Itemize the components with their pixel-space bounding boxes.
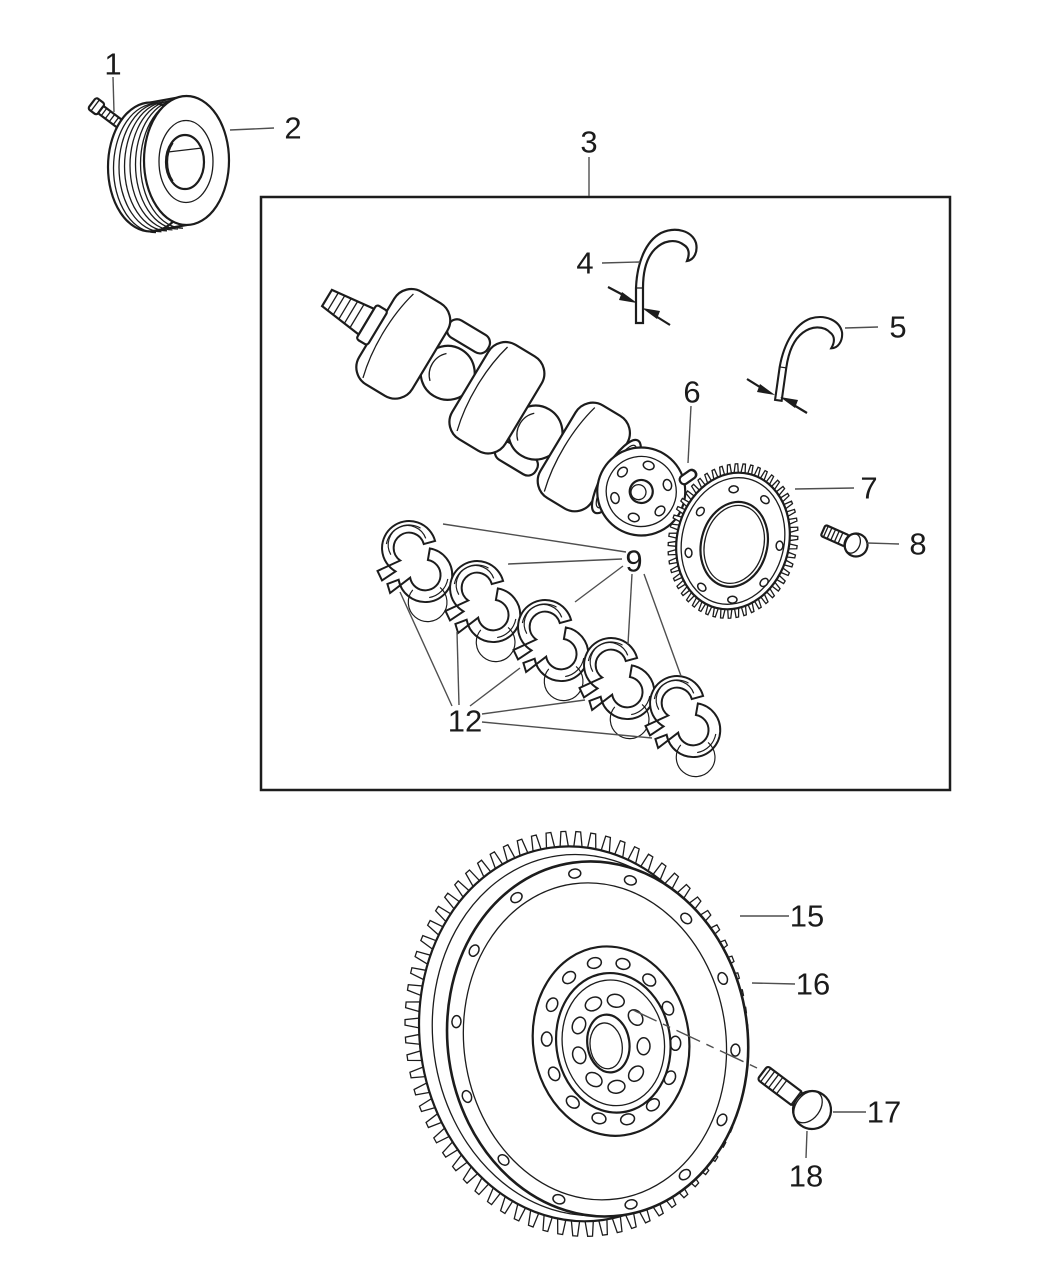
hole <box>642 973 657 987</box>
hole <box>497 1153 510 1166</box>
dowel-pin <box>678 468 698 486</box>
callout-lower-main-bearings: 12 <box>447 703 483 739</box>
hole <box>461 1089 473 1104</box>
flywheel-assembly <box>404 830 750 1237</box>
callout-flywheel-ring-gear: 15 <box>789 898 825 934</box>
hole <box>624 1198 638 1210</box>
hole <box>607 1079 626 1095</box>
hole <box>627 512 640 523</box>
hole <box>585 1071 603 1088</box>
hole <box>730 1043 741 1057</box>
hole <box>586 956 603 970</box>
hole <box>547 1066 561 1082</box>
hole <box>775 540 784 552</box>
hole <box>636 1037 651 1056</box>
callout-flywheel-bolt: 17 <box>866 1094 902 1130</box>
callout-thrust-washer-lower: 5 <box>889 309 907 345</box>
hole <box>678 1168 692 1181</box>
vibration-damper-pulley <box>106 94 231 234</box>
hole <box>662 478 673 492</box>
thrust-washer-lower <box>746 311 846 414</box>
callout-upper-main-bearings: 9 <box>625 543 643 579</box>
hole <box>565 1095 580 1109</box>
callout-flywheel-bolt-head: 18 <box>788 1158 824 1194</box>
bolt-alignment-line <box>632 1009 758 1069</box>
hole <box>684 547 693 559</box>
gear-bolt <box>820 524 869 558</box>
hole <box>468 944 480 957</box>
callout-crankshaft-group-box: 3 <box>580 124 598 160</box>
callout-thrust-washer-upper: 4 <box>576 245 594 281</box>
hole <box>627 1065 645 1083</box>
callout-vibration-damper-pulley: 2 <box>284 110 302 146</box>
callout-dowel-pin: 6 <box>683 374 701 410</box>
hole <box>552 1193 566 1205</box>
callout-damper-bolt: 1 <box>104 46 122 82</box>
flywheel-bolt <box>757 1066 833 1131</box>
hole <box>728 485 739 494</box>
flywheel-disc <box>445 860 750 1218</box>
hole <box>540 1031 553 1047</box>
hole <box>695 506 706 517</box>
hole <box>545 997 559 1013</box>
hole <box>568 868 582 879</box>
hole <box>727 595 738 604</box>
hole <box>571 1046 587 1065</box>
main-bearing-set <box>376 520 722 778</box>
hole <box>717 971 729 986</box>
crankshaft-flange <box>596 446 687 537</box>
hole <box>571 1016 587 1035</box>
crankshaft-group-box <box>259 195 952 792</box>
leader-lines <box>112 76 900 1159</box>
hole <box>584 996 603 1012</box>
hole <box>760 495 770 505</box>
hole <box>510 891 523 904</box>
hole <box>616 466 629 478</box>
callout-flywheel: 16 <box>795 966 831 1002</box>
hole <box>642 460 655 471</box>
hole <box>591 1112 607 1125</box>
callout-gear-bolt: 8 <box>909 526 927 562</box>
crankshaft-gear <box>667 463 799 619</box>
callout-crankshaft-gear: 7 <box>860 470 878 506</box>
hole <box>696 582 707 592</box>
hole <box>561 970 577 985</box>
hole <box>610 491 620 505</box>
hole <box>759 577 769 588</box>
hole <box>654 505 666 517</box>
hole <box>451 1014 462 1029</box>
hole <box>615 957 631 971</box>
crankshaft <box>320 287 687 537</box>
hole <box>680 912 693 925</box>
thrust-washer-upper <box>607 228 698 326</box>
hole <box>623 874 638 886</box>
hole <box>619 1113 636 1126</box>
hole <box>716 1113 728 1127</box>
hole <box>606 993 625 1009</box>
